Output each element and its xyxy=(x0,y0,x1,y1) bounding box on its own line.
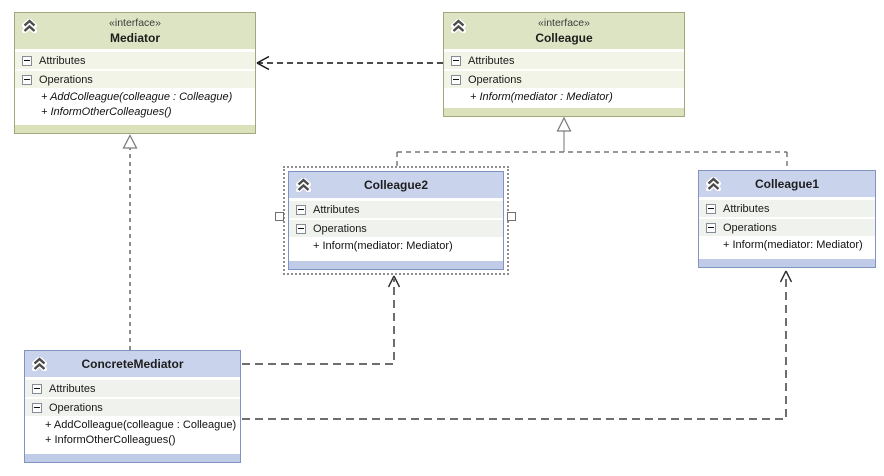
attributes-section-row[interactable]: Attributes xyxy=(699,200,875,217)
class-name: Mediator xyxy=(109,31,160,45)
class-box-colleague1[interactable]: Colleague1 Attributes Operations + Infor… xyxy=(698,170,876,268)
collapse-minus-icon[interactable] xyxy=(22,55,32,66)
operation-item[interactable]: + AddColleague(colleague : Colleague) xyxy=(45,419,237,431)
attributes-label: Attributes xyxy=(468,54,515,67)
collapse-chevrons-icon[interactable] xyxy=(450,19,467,33)
stereotype-label: «interface» xyxy=(538,17,590,29)
class-header: Colleague2 xyxy=(289,172,503,198)
collapse-minus-icon[interactable] xyxy=(22,74,32,85)
class-body: Attributes Operations + Inform(mediator … xyxy=(444,49,684,107)
operations-label: Operations xyxy=(313,222,367,235)
attributes-label: Attributes xyxy=(49,382,96,395)
operations-label: Operations xyxy=(468,73,522,86)
class-footer-strip xyxy=(699,258,875,267)
class-body: Attributes Operations + AddColleague(col… xyxy=(15,49,255,124)
class-body: Attributes Operations + AddColleague(col… xyxy=(25,377,240,453)
operation-item[interactable]: + AddColleague(colleague : Colleague) xyxy=(41,91,233,103)
selection-handle-right[interactable] xyxy=(507,212,516,221)
class-body: Attributes Operations + Inform(mediator:… xyxy=(289,198,503,260)
collapse-minus-icon[interactable] xyxy=(706,203,716,214)
operations-label: Operations xyxy=(49,401,103,414)
operation-item[interactable]: + Inform(mediator : Mediator) xyxy=(470,91,613,103)
operations-section-row[interactable]: Operations xyxy=(444,71,684,88)
selection-handle-left[interactable] xyxy=(275,212,284,221)
class-header: «interface» Mediator xyxy=(15,13,255,49)
class-header: Colleague1 xyxy=(699,171,875,197)
attributes-label: Attributes xyxy=(39,54,86,67)
collapse-minus-icon[interactable] xyxy=(32,383,42,394)
class-footer-strip xyxy=(289,260,503,269)
class-box-mediator[interactable]: «interface» Mediator Attributes Operatio… xyxy=(14,12,256,134)
operation-item[interactable]: + InformOtherColleagues() xyxy=(45,434,176,446)
collapse-minus-icon[interactable] xyxy=(296,223,306,234)
dependency-colleague-to-mediator[interactable] xyxy=(256,55,443,71)
collapse-chevrons-icon[interactable] xyxy=(295,178,312,192)
attributes-section-row[interactable]: Attributes xyxy=(25,380,240,397)
operation-item[interactable]: + Inform(mediator: Mediator) xyxy=(313,240,453,252)
dependency-concretemediator-to-colleague2[interactable] xyxy=(242,275,401,365)
operations-section-row[interactable]: Operations xyxy=(699,219,875,236)
collapse-chevrons-icon[interactable] xyxy=(31,357,48,371)
collapse-minus-icon[interactable] xyxy=(451,55,461,66)
class-name: Colleague xyxy=(535,31,593,45)
realization-concretemediator-to-mediator[interactable] xyxy=(122,134,138,351)
class-name: Colleague2 xyxy=(363,178,429,192)
class-name: ConcreteMediator xyxy=(81,357,184,371)
operation-item[interactable]: + InformOtherColleagues() xyxy=(41,106,172,118)
stereotype-label: «interface» xyxy=(109,17,161,29)
class-name: Colleague1 xyxy=(754,177,820,191)
class-body: Attributes Operations + Inform(mediator:… xyxy=(699,197,875,258)
class-header: ConcreteMediator xyxy=(25,351,240,377)
collapse-minus-icon[interactable] xyxy=(32,402,42,413)
class-header: «interface» Colleague xyxy=(444,13,684,49)
realization-colleagues-to-colleague[interactable] xyxy=(396,116,788,170)
collapse-chevrons-icon[interactable] xyxy=(21,19,38,33)
class-footer-strip xyxy=(444,107,684,116)
class-box-colleague2[interactable]: Colleague2 Attributes Operations + Infor… xyxy=(288,171,504,270)
attributes-section-row[interactable]: Attributes xyxy=(15,52,255,69)
collapse-chevrons-icon[interactable] xyxy=(705,177,722,191)
attributes-label: Attributes xyxy=(723,202,770,215)
operations-label: Operations xyxy=(723,221,777,234)
class-box-colleague[interactable]: «interface» Colleague Attributes Operati… xyxy=(443,12,685,117)
class-box-concretemediator[interactable]: ConcreteMediator Attributes Operations +… xyxy=(24,350,241,463)
collapse-minus-icon[interactable] xyxy=(296,204,306,215)
operations-section-row[interactable]: Operations xyxy=(25,399,240,416)
dependency-concretemediator-to-colleague1[interactable] xyxy=(242,270,793,420)
operations-label: Operations xyxy=(39,73,93,86)
attributes-section-row[interactable]: Attributes xyxy=(289,201,503,218)
operation-item[interactable]: + Inform(mediator: Mediator) xyxy=(723,239,863,251)
operations-section-row[interactable]: Operations xyxy=(289,220,503,237)
collapse-minus-icon[interactable] xyxy=(706,222,716,233)
attributes-label: Attributes xyxy=(313,203,360,216)
collapse-minus-icon[interactable] xyxy=(451,74,461,85)
operations-section-row[interactable]: Operations xyxy=(15,71,255,88)
attributes-section-row[interactable]: Attributes xyxy=(444,52,684,69)
class-footer-strip xyxy=(15,124,255,133)
class-footer-strip xyxy=(25,453,240,462)
